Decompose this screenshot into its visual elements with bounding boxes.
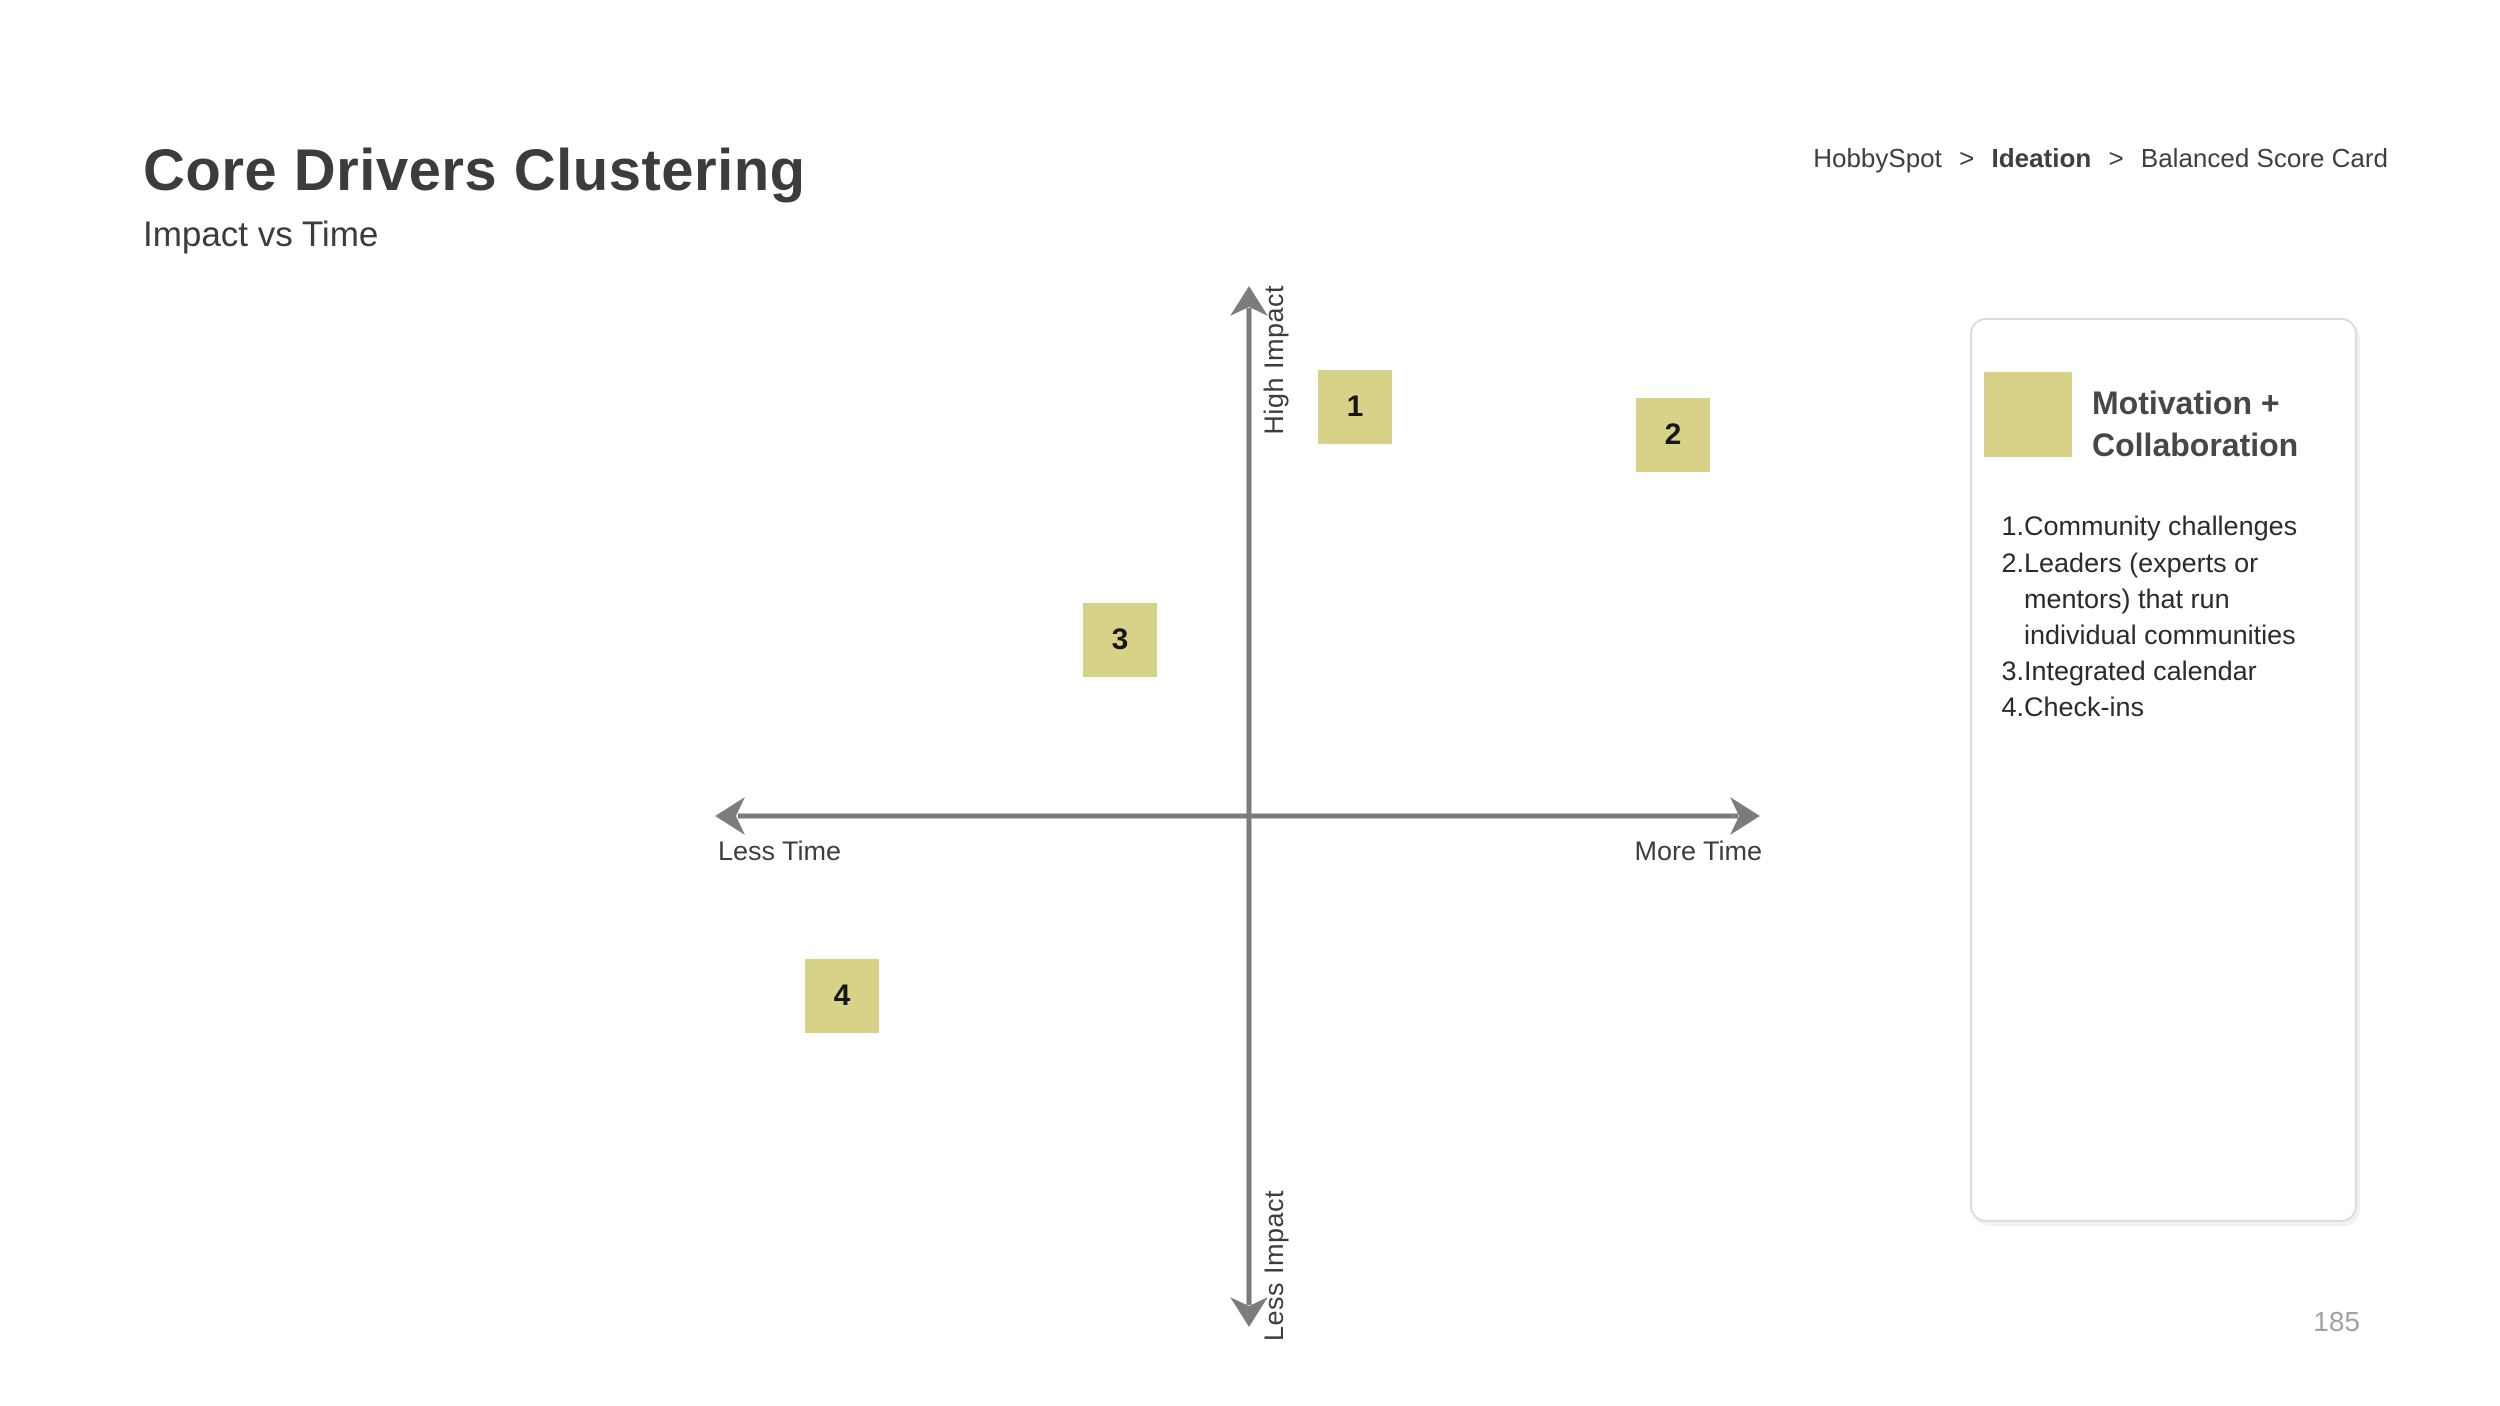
list-item-text: Check-ins — [2024, 692, 2145, 723]
page-subtitle: Impact vs Time — [143, 214, 379, 254]
list-item-number: 1. — [2001, 511, 2024, 542]
arrow-right-icon — [1730, 797, 1760, 835]
list-item-number: 3. — [2001, 656, 2024, 687]
page-number: 185 — [2313, 1306, 2360, 1337]
sticky-note-3[interactable]: 3 — [1083, 603, 1157, 677]
breadcrumb-item-ideation[interactable]: Ideation — [1991, 143, 2092, 173]
breadcrumb-separator: > — [1959, 143, 1975, 173]
arrow-down-icon — [1230, 1297, 1268, 1327]
x-axis-label-more-time: More Time — [1634, 836, 1762, 866]
sticky-note-4[interactable]: 4 — [805, 959, 879, 1033]
list-item-text: Leaders (experts or mentors) that run in… — [2024, 547, 2296, 650]
breadcrumb-separator: > — [2108, 143, 2124, 173]
breadcrumb: HobbySpot > Ideation > Balanced Score Ca… — [1813, 143, 2388, 174]
breadcrumb-item-balanced-score-card[interactable]: Balanced Score Card — [2140, 143, 2388, 173]
color-swatch — [1984, 372, 2072, 457]
title-block: Core Drivers Clustering Impact vs Time — [143, 138, 806, 255]
arrow-left-icon — [715, 797, 745, 835]
quadrant-axes — [715, 286, 1760, 1327]
list-item-number: 2. — [2001, 547, 2024, 578]
list-item: 2. Leaders (experts or mentors) that run… — [1980, 545, 2339, 654]
page-title: Core Drivers Clustering — [143, 138, 806, 203]
list-item-text: Community challenges — [2024, 511, 2298, 542]
list-item: 4. Check-ins — [1980, 689, 2339, 725]
legend-card: Motivation + Collaboration 1. Community … — [1970, 318, 2357, 1222]
legend-list: 1. Community challenges 2. Leaders (expe… — [1980, 508, 2339, 725]
legend-card-header: Motivation + Collaboration — [1984, 372, 2337, 466]
list-item-text: Integrated calendar — [2024, 656, 2257, 687]
sticky-note-2[interactable]: 2 — [1636, 398, 1710, 472]
legend-card-title: Motivation + Collaboration — [2092, 385, 2299, 464]
x-axis-label-less-time: Less Time — [718, 836, 842, 866]
list-item: 1. Community challenges — [1980, 508, 2339, 544]
breadcrumb-item-hobbyspot[interactable]: HobbySpot — [1813, 143, 1942, 173]
y-axis-label-less-impact: Less Impact — [1259, 1190, 1289, 1342]
arrow-up-icon — [1230, 286, 1268, 316]
y-axis-label-high-impact: High Impact — [1259, 285, 1289, 435]
list-item: 3. Integrated calendar — [1980, 653, 2339, 689]
sticky-note-1[interactable]: 1 — [1318, 370, 1392, 444]
list-item-number: 4. — [2001, 692, 2024, 723]
